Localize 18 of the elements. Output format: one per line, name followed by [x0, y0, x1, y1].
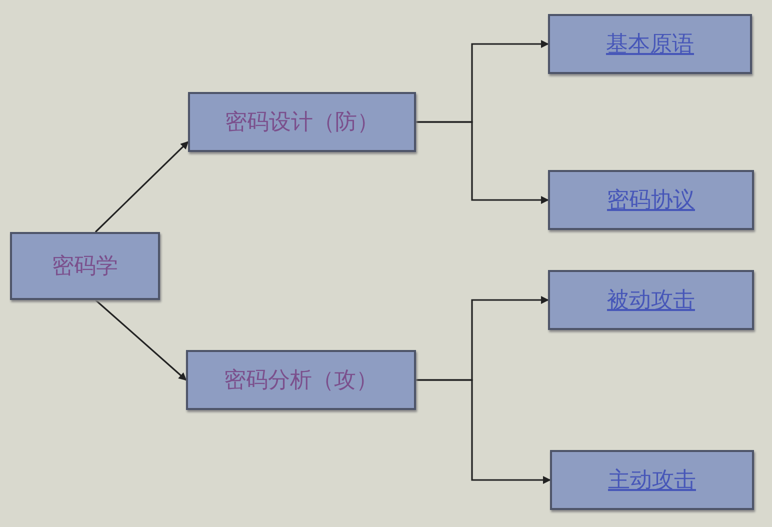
box-label: 密码设计（防）: [225, 109, 379, 137]
topic-box: [188, 92, 416, 152]
arrow: [416, 121, 549, 204]
subtopic-box: [548, 270, 754, 330]
topic-box: [10, 232, 160, 300]
subtopic-box: [548, 14, 752, 74]
box-label: 主动攻击: [608, 467, 696, 495]
arrow: [416, 379, 551, 484]
topic-box: [186, 350, 416, 410]
box-label: 密码学: [52, 253, 118, 281]
box-label: 密码协议: [607, 187, 695, 215]
arrow: [94, 141, 189, 233]
subtopic-box: [550, 450, 754, 510]
arrow: [94, 299, 187, 381]
box-label: 密码分析（攻）: [224, 367, 378, 395]
box-label: 被动攻击: [607, 287, 695, 315]
box-label: 基本原语: [606, 31, 694, 59]
subtopic-box: [548, 170, 754, 230]
